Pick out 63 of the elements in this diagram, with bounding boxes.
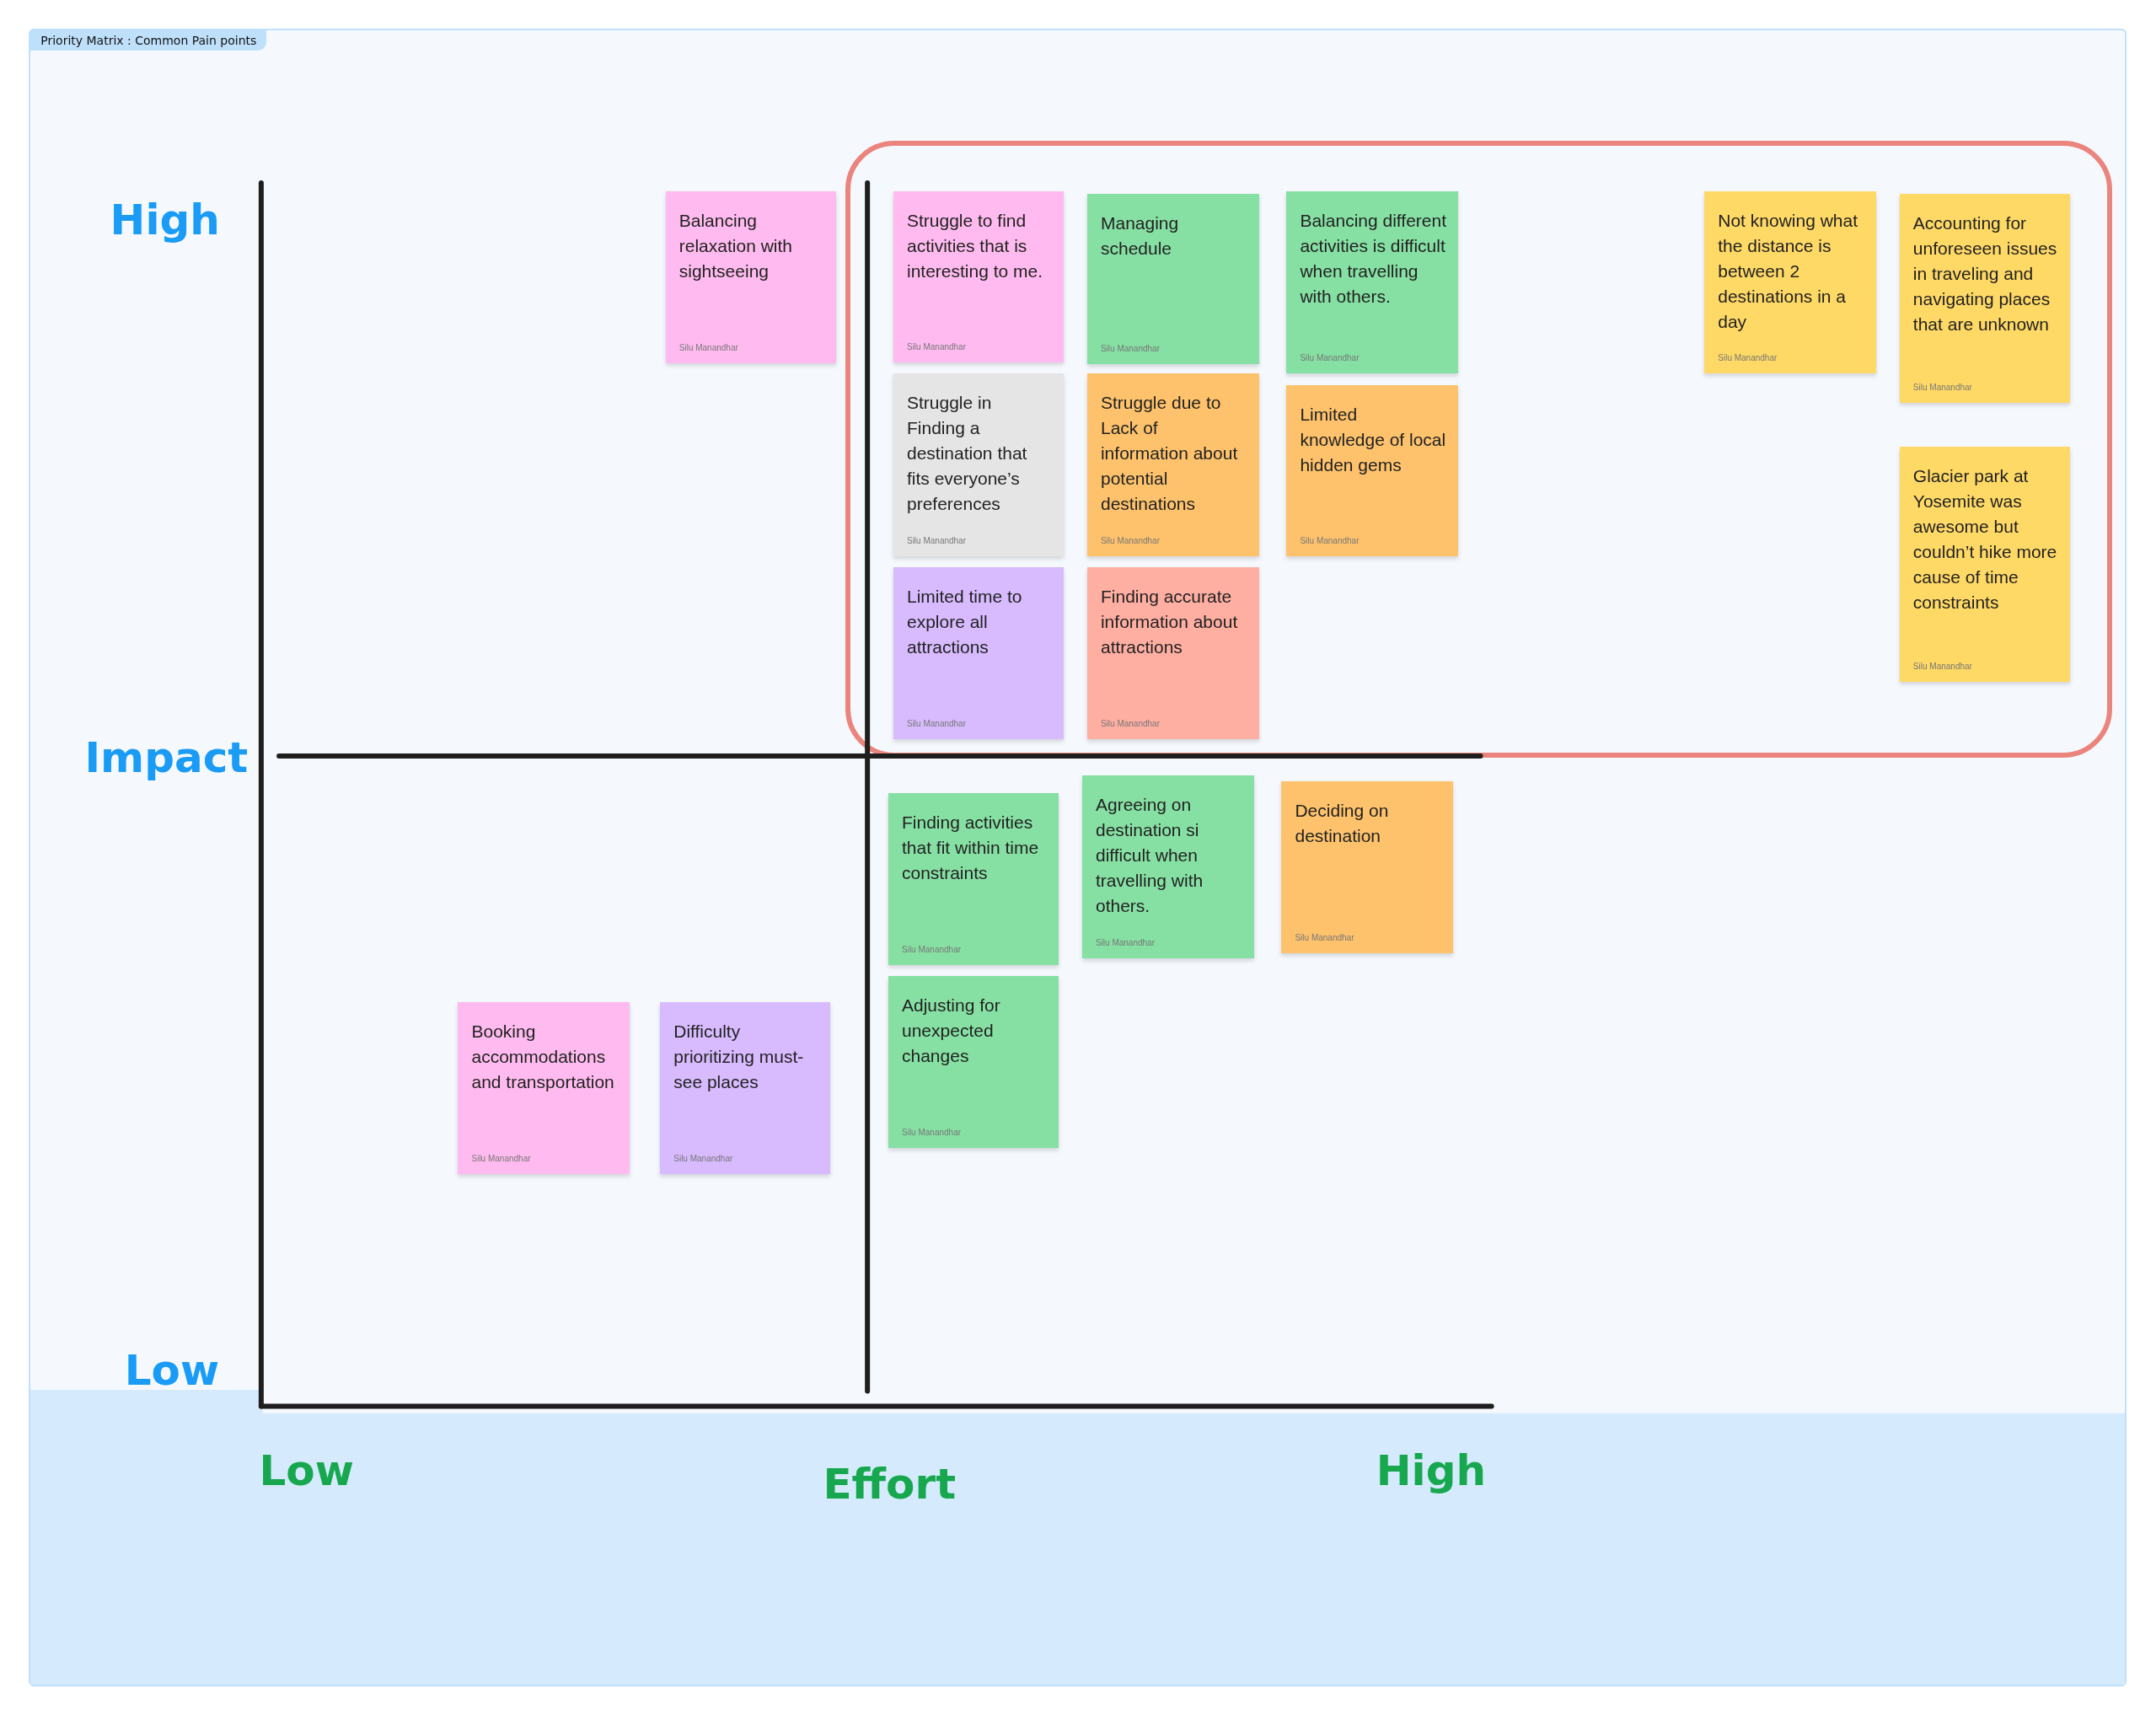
author-name: Silu Manandhar [902, 944, 963, 956]
sticky-note [893, 567, 1065, 740]
sticky-note [1286, 190, 1459, 374]
author-name: Silu Manandhar [1100, 343, 1161, 355]
author-name: Silu Manandhar [1718, 352, 1778, 364]
sticky-note [888, 793, 1059, 966]
sticky-note [1899, 446, 2071, 682]
note-text: Not knowing what the distance is between 2 destinations in a day [1718, 209, 1859, 333]
sticky-note [1086, 193, 1259, 365]
author-name: Silu Manandhar [1912, 660, 1973, 672]
note-text: Struggle in Finding a destination that fits everyone’s preferences [906, 392, 1028, 516]
note-text: Deciding on destination [1295, 799, 1390, 847]
axis-label: High [110, 195, 220, 244]
author-name: Silu Manandhar [678, 341, 739, 353]
note-text: Limited time to explore all attractions [906, 586, 1023, 659]
author-name: Silu Manandhar [471, 1153, 532, 1165]
note-text: Agreeing on destination si difficult when travelling with others. [1095, 794, 1204, 918]
sticky-note [1081, 775, 1254, 959]
sticky-note [458, 1002, 630, 1175]
author-name: Silu Manandhar [673, 1153, 734, 1165]
note-text: Glacier park at Yosemite was awesome but couldn’t hike more cause of time constraints [1912, 464, 2058, 614]
author-name: Silu Manandhar [1300, 535, 1360, 547]
highlight-outline [845, 140, 2112, 759]
author-name: Silu Manandhar [906, 535, 967, 547]
author-name: Silu Manandhar [906, 341, 967, 353]
sticky-note [665, 191, 836, 363]
sticky-note [1286, 384, 1459, 557]
author-name: Silu Manandhar [902, 1127, 963, 1139]
axis-label: High [1376, 1446, 1487, 1496]
author-name: Silu Manandhar [1100, 718, 1161, 730]
frame-background [29, 29, 2127, 1687]
note-text: Booking accommodations and transportation [471, 1021, 615, 1094]
author-name: Silu Manandhar [1295, 931, 1355, 943]
note-text: Finding accurate information about attractions [1100, 586, 1239, 659]
note-text: Difficulty prioritizing must-see places [673, 1021, 805, 1094]
note-text: Accounting for unforeseen issues in traveling and navigating places that are unknown [1912, 212, 2058, 335]
note-text: Managing schedule [1100, 212, 1180, 260]
author-name: Silu Manandhar [1300, 352, 1360, 364]
sticky-note [888, 976, 1059, 1149]
sticky-note [1086, 373, 1259, 557]
sticky-note [1086, 567, 1259, 740]
sticky-note [660, 1002, 831, 1175]
sticky-note [893, 373, 1065, 557]
axis-title: Effort [823, 1460, 957, 1510]
note-text: Limited knowledge of local hidden gems [1300, 403, 1447, 476]
note-text: Struggle due to Lack of information about potential destinations [1100, 392, 1239, 516]
axis-label: Low [259, 1446, 354, 1496]
author-name: Silu Manandhar [1100, 535, 1161, 547]
note-text: Struggle to find activities that is interesting to me. [906, 209, 1044, 282]
author-name: Silu Manandhar [906, 718, 967, 730]
note-text: Finding activities that fit within time constraints [902, 812, 1040, 885]
sticky-note [1704, 190, 1877, 374]
author-name: Silu Manandhar [1095, 937, 1156, 949]
author-name: Silu Manandhar [1912, 381, 1973, 393]
note-text: Balancing relaxation with sightseeing [678, 210, 793, 283]
axis-label: Low [124, 1346, 220, 1396]
sticky-note [1281, 780, 1454, 953]
note-text: Balancing different activities is difficult when travelling with others. [1300, 209, 1447, 308]
sticky-note [1899, 193, 2071, 403]
frame-title: Priority Matrix : Common Pain points [30, 30, 267, 51]
sticky-note [893, 190, 1065, 363]
axis-title: Impact [84, 732, 249, 782]
note-text: Adjusting for unexpected changes [902, 995, 1001, 1068]
